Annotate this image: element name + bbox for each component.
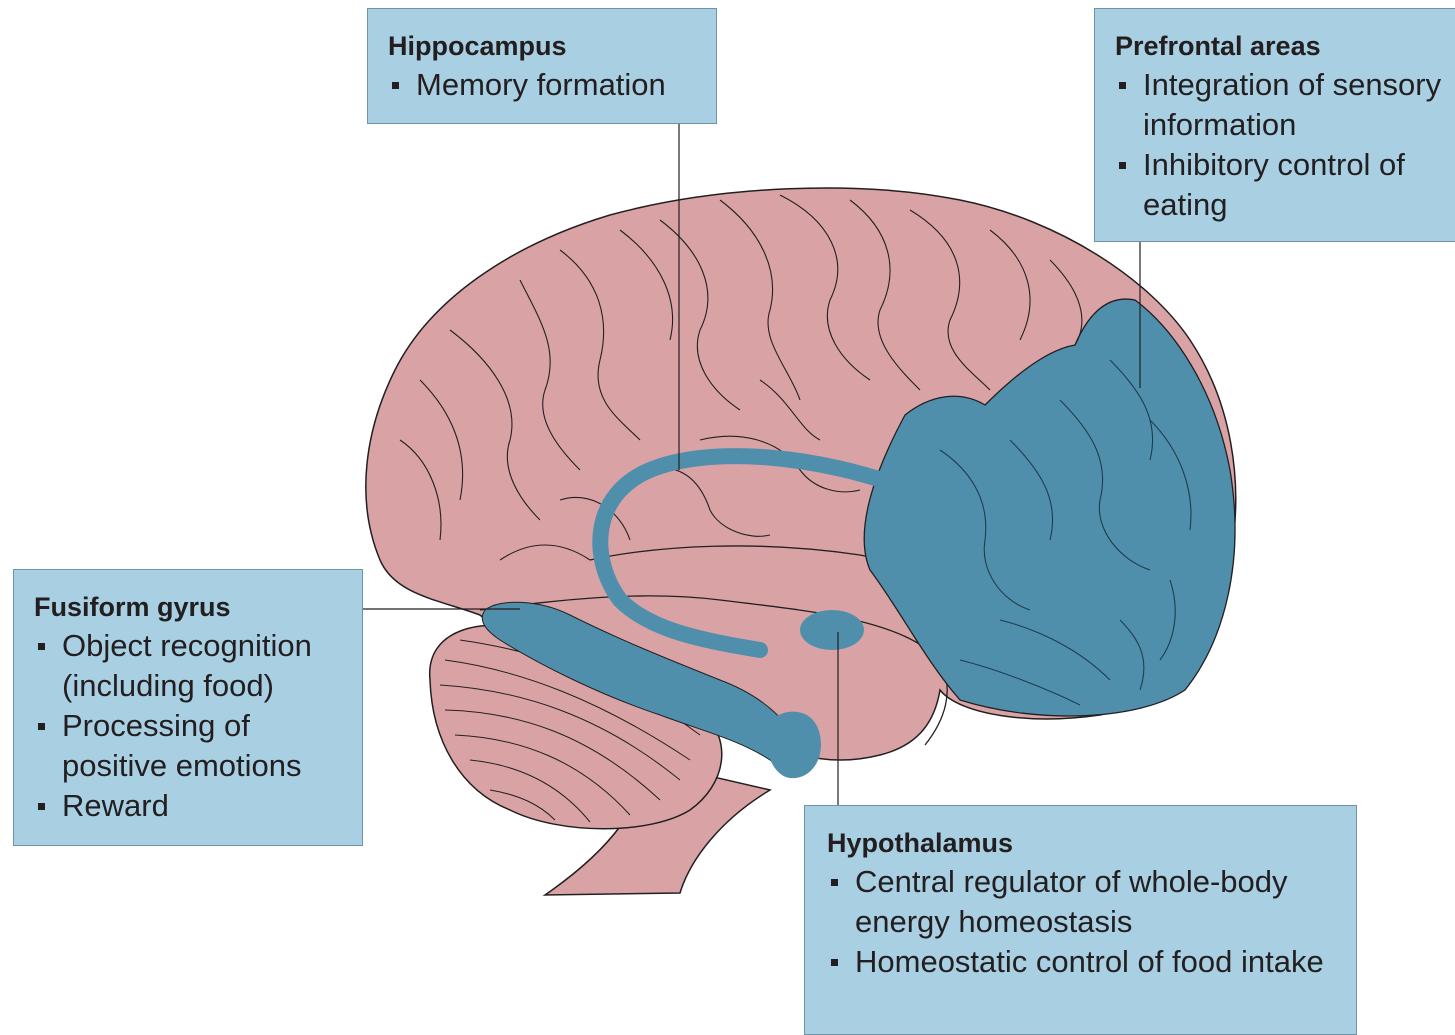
hypothalamus-label-box: Hypothalamus Central regulator of whole-… [804,805,1357,1035]
fusiform-item: Reward [34,786,346,826]
prefrontal-label-box: Prefrontal areas Integration of sensory … [1094,8,1455,242]
prefrontal-item: Integration of sensory information [1115,65,1442,145]
hypothalamus-item: Central regulator of whole-body energy h… [827,862,1340,942]
fusiform-item: Processing of positive emotions [34,706,346,786]
hippocampus-label-box: Hippocampus Memory formation [367,8,717,124]
fusiform-item: Object recognition (including food) [34,626,346,706]
brainstem-highlight [766,712,821,779]
prefrontal-item: Inhibitory control of eating [1115,145,1442,225]
fusiform-title: Fusiform gyrus [34,590,346,624]
hippocampus-item: Memory formation [388,65,700,105]
hypothalamus-highlight [800,610,864,650]
hypothalamus-title: Hypothalamus [827,826,1340,860]
hypothalamus-list: Central regulator of whole-body energy h… [827,862,1340,982]
prefrontal-title: Prefrontal areas [1115,29,1442,63]
hypothalamus-item: Homeostatic control of food intake [827,942,1340,982]
hippocampus-title: Hippocampus [388,29,700,63]
fusiform-list: Object recognition (including food) Proc… [34,626,346,826]
hippocampus-list: Memory formation [388,65,700,105]
prefrontal-list: Integration of sensory information Inhib… [1115,65,1442,225]
fusiform-label-box: Fusiform gyrus Object recognition (inclu… [13,569,363,846]
